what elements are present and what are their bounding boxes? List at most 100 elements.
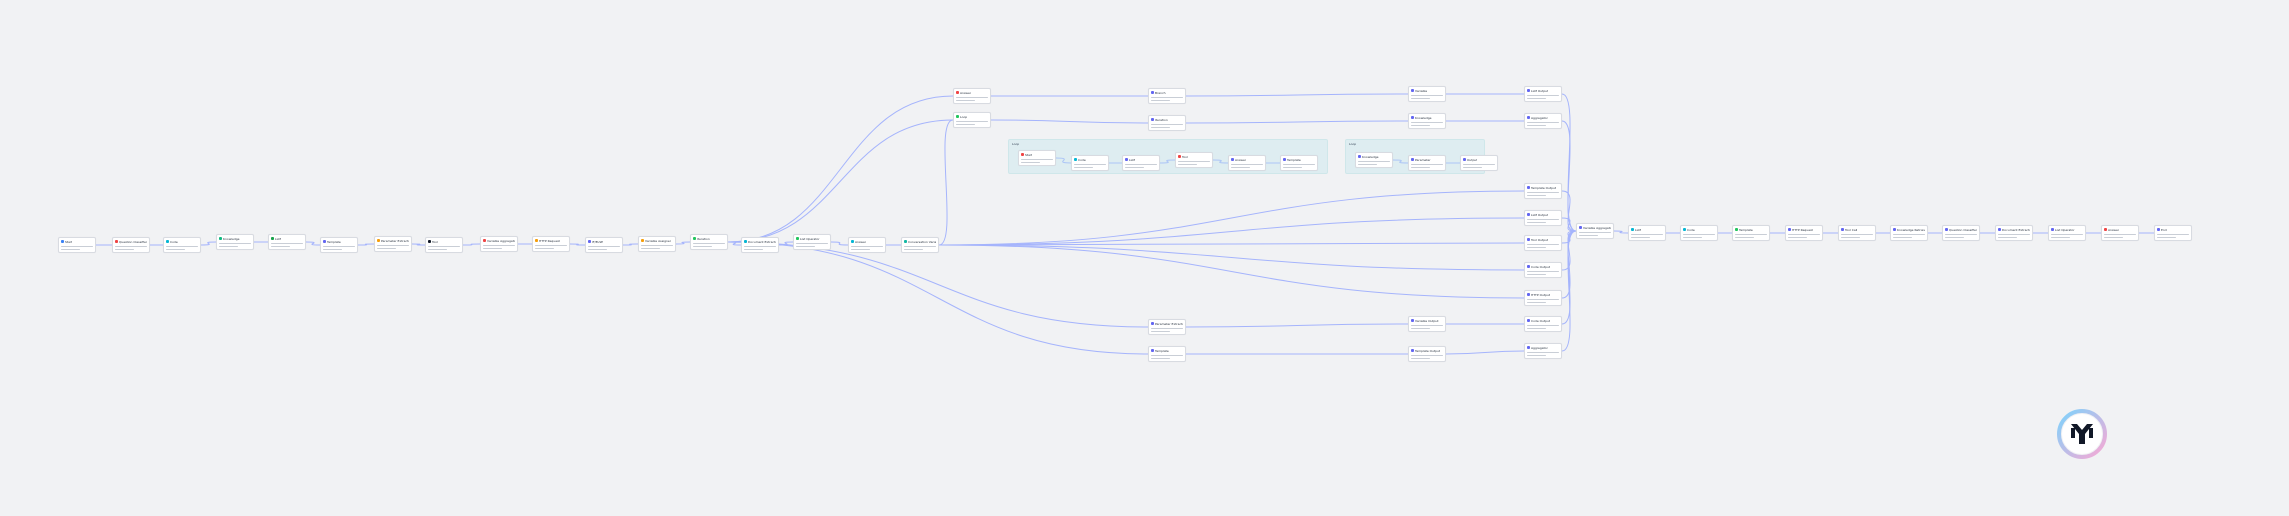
workflow-node[interactable]: Variable Assigner	[638, 236, 676, 252]
workflow-node[interactable]: Code	[1680, 225, 1718, 241]
node-title: LLM	[1635, 227, 1641, 232]
workflow-node[interactable]: IF/ELSE	[585, 237, 623, 253]
workflow-node[interactable]: Template	[1732, 225, 1770, 241]
node-detail-line	[2104, 234, 2136, 235]
workflow-node[interactable]: LLM	[268, 234, 306, 250]
workflow-node[interactable]: Parameter	[1408, 155, 1446, 171]
node-header: Answer	[1231, 157, 1263, 162]
node-detail-line	[483, 245, 515, 246]
node-title: LLM	[275, 236, 281, 241]
workflow-node[interactable]: LLM Output	[1524, 210, 1562, 226]
workflow-node[interactable]: Aggregator	[1524, 343, 1562, 359]
node-detail-line	[428, 246, 460, 247]
workflow-node[interactable]: Parameter Extractor	[374, 236, 412, 252]
node-header: Variable	[1411, 88, 1443, 93]
node-type-icon	[1527, 265, 1530, 268]
workflow-node[interactable]: Conversation Variables	[901, 237, 939, 253]
workflow-node[interactable]: Document Extractor	[741, 237, 779, 253]
workflow-node[interactable]: Answer	[953, 88, 991, 104]
workflow-node[interactable]: HTTP Output	[1524, 290, 1562, 306]
node-title: Template	[1739, 227, 1753, 232]
node-header: Tool	[428, 239, 460, 244]
workflow-node[interactable]: Document Extractor	[1995, 225, 2033, 241]
workflow-node[interactable]: Iteration	[690, 234, 728, 250]
node-type-icon	[1998, 228, 2001, 231]
workflow-node[interactable]: Tool Call	[1838, 225, 1876, 241]
workflow-node[interactable]: Variable Aggregator	[480, 236, 518, 252]
node-detail-line	[1527, 302, 1547, 303]
node-title: Variable Output	[1415, 318, 1439, 323]
workflow-node[interactable]: Answer	[1228, 155, 1266, 171]
workflow-node[interactable]: HTTP Request	[1785, 225, 1823, 241]
node-detail-line	[1358, 161, 1390, 162]
node-title: Document Extractor	[2002, 227, 2030, 232]
workflow-node[interactable]: LLM	[1122, 155, 1160, 171]
workflow-node[interactable]: Knowledge	[1408, 113, 1446, 129]
node-detail-line	[1527, 355, 1547, 356]
workflow-node[interactable]: Template Output	[1408, 346, 1446, 362]
node-detail-line	[641, 248, 661, 249]
workflow-node[interactable]: Answer	[848, 237, 886, 253]
workflow-node[interactable]: Variable Output	[1408, 316, 1446, 332]
node-header: Code	[1683, 227, 1715, 232]
workflow-node[interactable]: Template	[1280, 155, 1318, 171]
workflow-node[interactable]: Code Output	[1524, 262, 1562, 278]
workflow-node[interactable]: Output	[1460, 155, 1498, 171]
workflow-node[interactable]: Code	[1071, 155, 1109, 171]
node-type-icon	[1788, 228, 1791, 231]
workflow-node[interactable]: Knowledge Retrieval	[1890, 225, 1928, 241]
workflow-node[interactable]: Iteration	[1148, 115, 1186, 131]
node-detail-line	[483, 248, 503, 249]
workflow-node[interactable]: Tool	[1175, 152, 1213, 168]
workflow-node[interactable]: List Operator	[2048, 225, 2086, 241]
node-type-icon	[641, 239, 644, 242]
node-header: Code Output	[1527, 264, 1559, 269]
workflow-node[interactable]: Start	[58, 237, 96, 253]
workflow-edge	[938, 242, 1525, 246]
loop-group[interactable]: Loop	[1008, 139, 1328, 174]
workflow-node[interactable]: LLM	[1628, 225, 1666, 241]
workflow-edge	[1212, 159, 1229, 164]
workflow-node[interactable]: Template	[1148, 346, 1186, 362]
node-detail-line	[428, 249, 448, 250]
node-title: Parameter Extractor	[381, 238, 409, 243]
workflow-node[interactable]: Code	[163, 237, 201, 253]
node-detail-line	[1411, 328, 1431, 329]
workflow-node[interactable]: Answer	[2101, 225, 2139, 241]
workflow-node[interactable]: Knowledge	[1355, 152, 1393, 168]
node-type-icon	[904, 240, 907, 243]
node-type-icon	[1527, 319, 1530, 322]
workflow-edge	[727, 95, 954, 243]
workflow-node[interactable]: Aggregator	[1524, 113, 1562, 129]
workflow-node[interactable]: Question Classifier	[1942, 225, 1980, 241]
node-type-icon	[271, 237, 274, 240]
workflow-node[interactable]: Branch	[1148, 88, 1186, 104]
node-title: Iteration	[697, 236, 710, 241]
workflow-node[interactable]: Code Output	[1524, 316, 1562, 332]
node-header: Knowledge	[219, 236, 251, 241]
workflow-node[interactable]: Template	[320, 237, 358, 253]
workflow-node[interactable]: List Operator	[793, 234, 831, 250]
workflow-node[interactable]: Template Output	[1524, 183, 1562, 199]
workflow-node[interactable]: Parameter Extractor	[1148, 319, 1186, 335]
node-detail-line	[588, 246, 620, 247]
loop-group-title: Loop	[1012, 142, 1020, 146]
workflow-node[interactable]: Loop	[953, 112, 991, 128]
workflow-node[interactable]: Knowledge	[216, 234, 254, 250]
workflow-node[interactable]: Tool	[425, 237, 463, 253]
workflow-node[interactable]: Variable	[1408, 86, 1446, 102]
node-title: Template	[1287, 157, 1301, 162]
node-detail-line	[1231, 164, 1263, 165]
workflow-node[interactable]: Question Classifier	[112, 237, 150, 253]
workflow-node[interactable]: LLM Output	[1524, 86, 1562, 102]
workflow-node[interactable]: Start	[1018, 150, 1056, 166]
workflow-node[interactable]: HTTP Request	[532, 236, 570, 252]
node-detail-line	[1893, 237, 1913, 238]
node-detail-line	[1631, 234, 1663, 235]
node-type-icon	[1411, 349, 1414, 352]
workflow-node[interactable]: Tool Output	[1524, 235, 1562, 251]
workflow-node[interactable]: End	[2154, 225, 2192, 241]
node-title: Knowledge	[1362, 154, 1379, 159]
workflow-node[interactable]: Variable Aggregator	[1576, 223, 1614, 239]
